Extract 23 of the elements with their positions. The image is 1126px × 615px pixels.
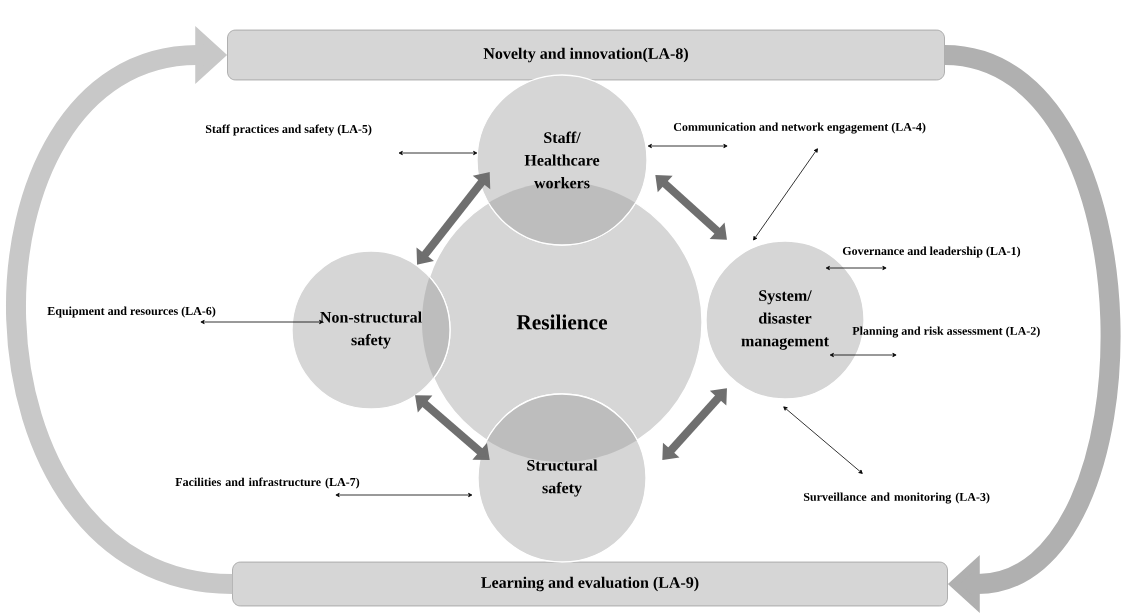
arrow bbox=[415, 395, 490, 460]
arrow bbox=[942, 45, 1121, 614]
arrow bbox=[416, 172, 491, 265]
banner-box: Learning and evaluation (LA-9) bbox=[232, 561, 948, 607]
area-label: Facilities and infrastructure (LA-7) bbox=[175, 477, 360, 489]
area-label: Planning and risk assessment (LA-2) bbox=[852, 326, 1040, 338]
arrow bbox=[6, 25, 234, 594]
arrow bbox=[200, 319, 324, 325]
area-label: Communication and network engagement (LA-4) bbox=[673, 122, 926, 134]
arrow bbox=[655, 175, 727, 240]
area-label: Governance and leadership (LA-1) bbox=[842, 246, 1021, 258]
arrow bbox=[825, 265, 887, 271]
area-label: Staff practices and safety (LA-5) bbox=[205, 124, 372, 136]
arrow bbox=[647, 143, 728, 149]
arrow bbox=[783, 406, 863, 474]
arrow bbox=[335, 492, 473, 498]
banner-box: Novelty and innovation(LA-8) bbox=[227, 29, 945, 81]
arrow bbox=[829, 352, 897, 358]
area-label: Equipment and resources (LA-6) bbox=[47, 306, 216, 318]
area-label: Surveillance and monitoring (LA-3) bbox=[803, 492, 990, 504]
arrow bbox=[753, 148, 818, 241]
arrow bbox=[398, 150, 478, 156]
arrow bbox=[662, 388, 727, 460]
